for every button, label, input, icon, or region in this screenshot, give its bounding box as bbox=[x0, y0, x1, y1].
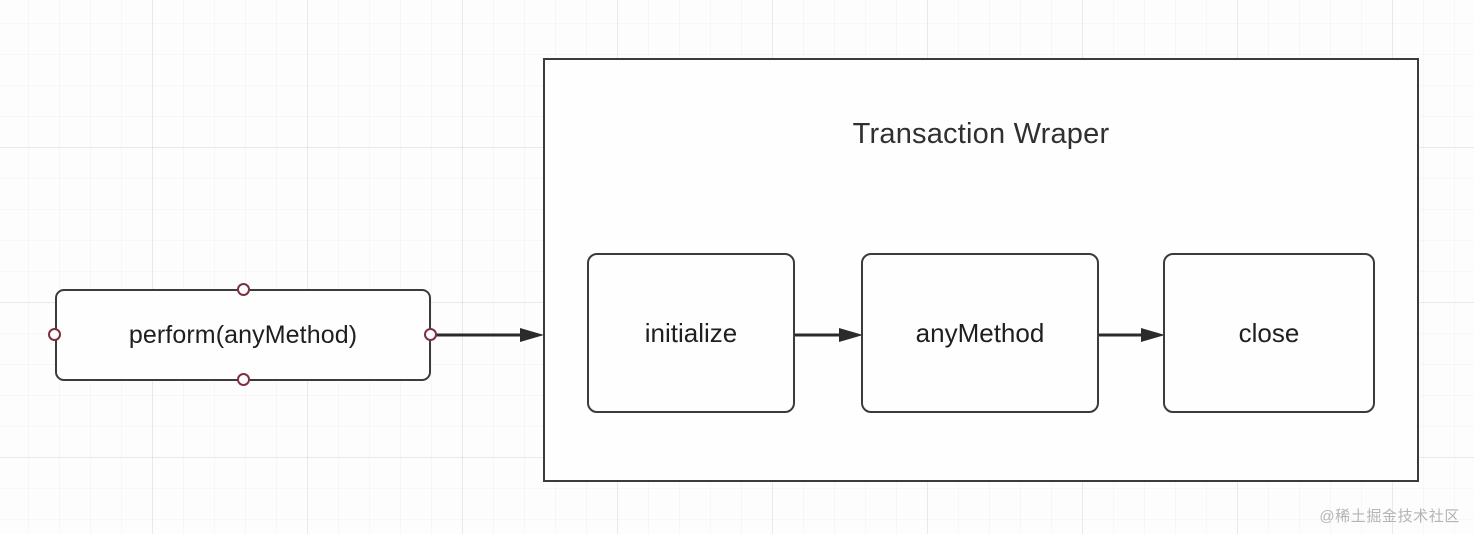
connection-handle-bottom-icon[interactable] bbox=[237, 373, 250, 386]
anymethod-to-close-arrow bbox=[1099, 328, 1165, 342]
node-perform-any-method-label: perform(anyMethod) bbox=[128, 320, 358, 349]
node-close[interactable]: close bbox=[1163, 253, 1375, 413]
node-anymethod[interactable]: anyMethod bbox=[861, 253, 1099, 413]
caller-to-wrapper-arrow bbox=[432, 328, 544, 342]
node-perform-any-method[interactable]: perform(anyMethod) bbox=[55, 289, 431, 381]
node-close-label: close bbox=[1238, 317, 1300, 348]
connection-handle-left-icon[interactable] bbox=[48, 328, 61, 341]
connection-handle-top-icon[interactable] bbox=[237, 283, 250, 296]
initialize-to-anymethod-arrow bbox=[795, 328, 863, 342]
connection-handle-right-icon[interactable] bbox=[424, 328, 437, 341]
container-title: Transaction Wraper bbox=[852, 118, 1110, 150]
watermark: @稀土掘金技术社区 bbox=[1319, 508, 1460, 525]
node-initialize[interactable]: initialize bbox=[587, 253, 795, 413]
node-anymethod-label: anyMethod bbox=[915, 317, 1045, 348]
node-initialize-label: initialize bbox=[644, 317, 738, 348]
